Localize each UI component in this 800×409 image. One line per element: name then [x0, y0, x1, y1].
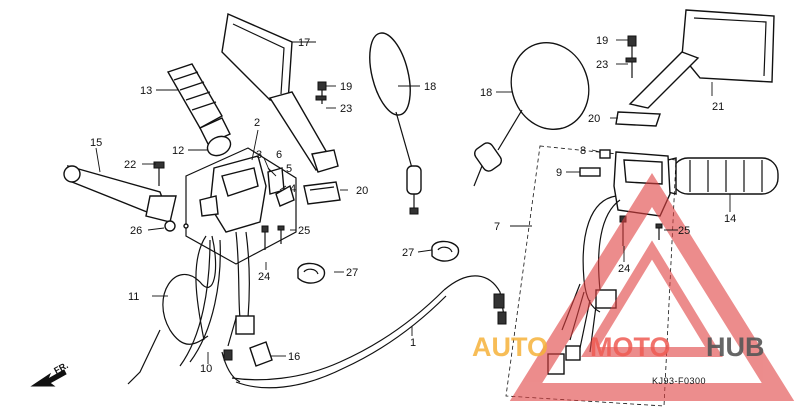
callout-14: 14 [724, 213, 736, 225]
left-round-mirror [369, 32, 422, 215]
callout-22: 22 [124, 159, 136, 171]
callout-26: 26 [130, 225, 142, 237]
callout-24-left: 24 [258, 271, 270, 283]
left-grip [166, 63, 232, 157]
watermark-moto: MOTO [590, 332, 671, 362]
left-mirror [221, 12, 339, 173]
callout-21: 21 [712, 101, 724, 113]
watermark-hub: HUB [706, 332, 765, 362]
callout-1: 1 [410, 337, 416, 349]
callout-20-left: 20 [356, 185, 368, 197]
left-pad [303, 181, 341, 205]
watermark [509, 172, 795, 401]
left-switch-housing [185, 147, 297, 265]
clutch-lever [63, 164, 177, 223]
callout-25-right: 25 [678, 225, 690, 237]
right-grip [659, 157, 779, 195]
callout-18-right: 18 [480, 87, 492, 99]
callout-19-left: 19 [340, 81, 352, 93]
callout-23-left: 23 [340, 103, 352, 115]
callout-9: 9 [556, 167, 562, 179]
callout-5: 5 [286, 163, 292, 175]
screws [153, 35, 663, 250]
callout-11: 11 [128, 291, 139, 303]
callout-7: 7 [494, 221, 500, 233]
callout-25-left: 25 [298, 225, 310, 237]
right-mirror [615, 9, 775, 127]
callout-17: 17 [298, 37, 310, 49]
callout-13: 13 [140, 85, 152, 97]
callout-27-upper: 27 [402, 247, 414, 259]
clips [297, 240, 460, 284]
callout-23-right: 23 [596, 59, 608, 71]
callout-4: 4 [290, 183, 296, 195]
callout-10: 10 [200, 363, 212, 375]
callout-2: 2 [254, 117, 260, 129]
leader-lines [95, 39, 731, 364]
callout-20-right: 20 [588, 113, 600, 125]
part-16 [249, 341, 273, 367]
cable-11 [127, 235, 217, 385]
callout-16: 16 [288, 351, 300, 363]
fr-label: FR. [52, 360, 69, 376]
callout-15: 15 [90, 137, 102, 149]
callout-19-right: 19 [596, 35, 608, 47]
callout-27-lower: 27 [346, 267, 358, 279]
watermark-auto: AUTO [472, 332, 548, 362]
right-round-mirror [473, 41, 590, 187]
callout-18-left: 18 [424, 81, 436, 93]
diagram-code: KJ93-F0300 [652, 376, 706, 386]
callout-12: 12 [172, 145, 184, 157]
callout-3: 3 [256, 149, 262, 161]
front-direction-arrow [30, 369, 67, 387]
left-switch-wires [179, 231, 255, 367]
callout-6: 6 [276, 149, 282, 161]
throttle-cable [221, 275, 507, 389]
callout-8: 8 [580, 145, 586, 157]
callout-24-right: 24 [618, 263, 630, 275]
